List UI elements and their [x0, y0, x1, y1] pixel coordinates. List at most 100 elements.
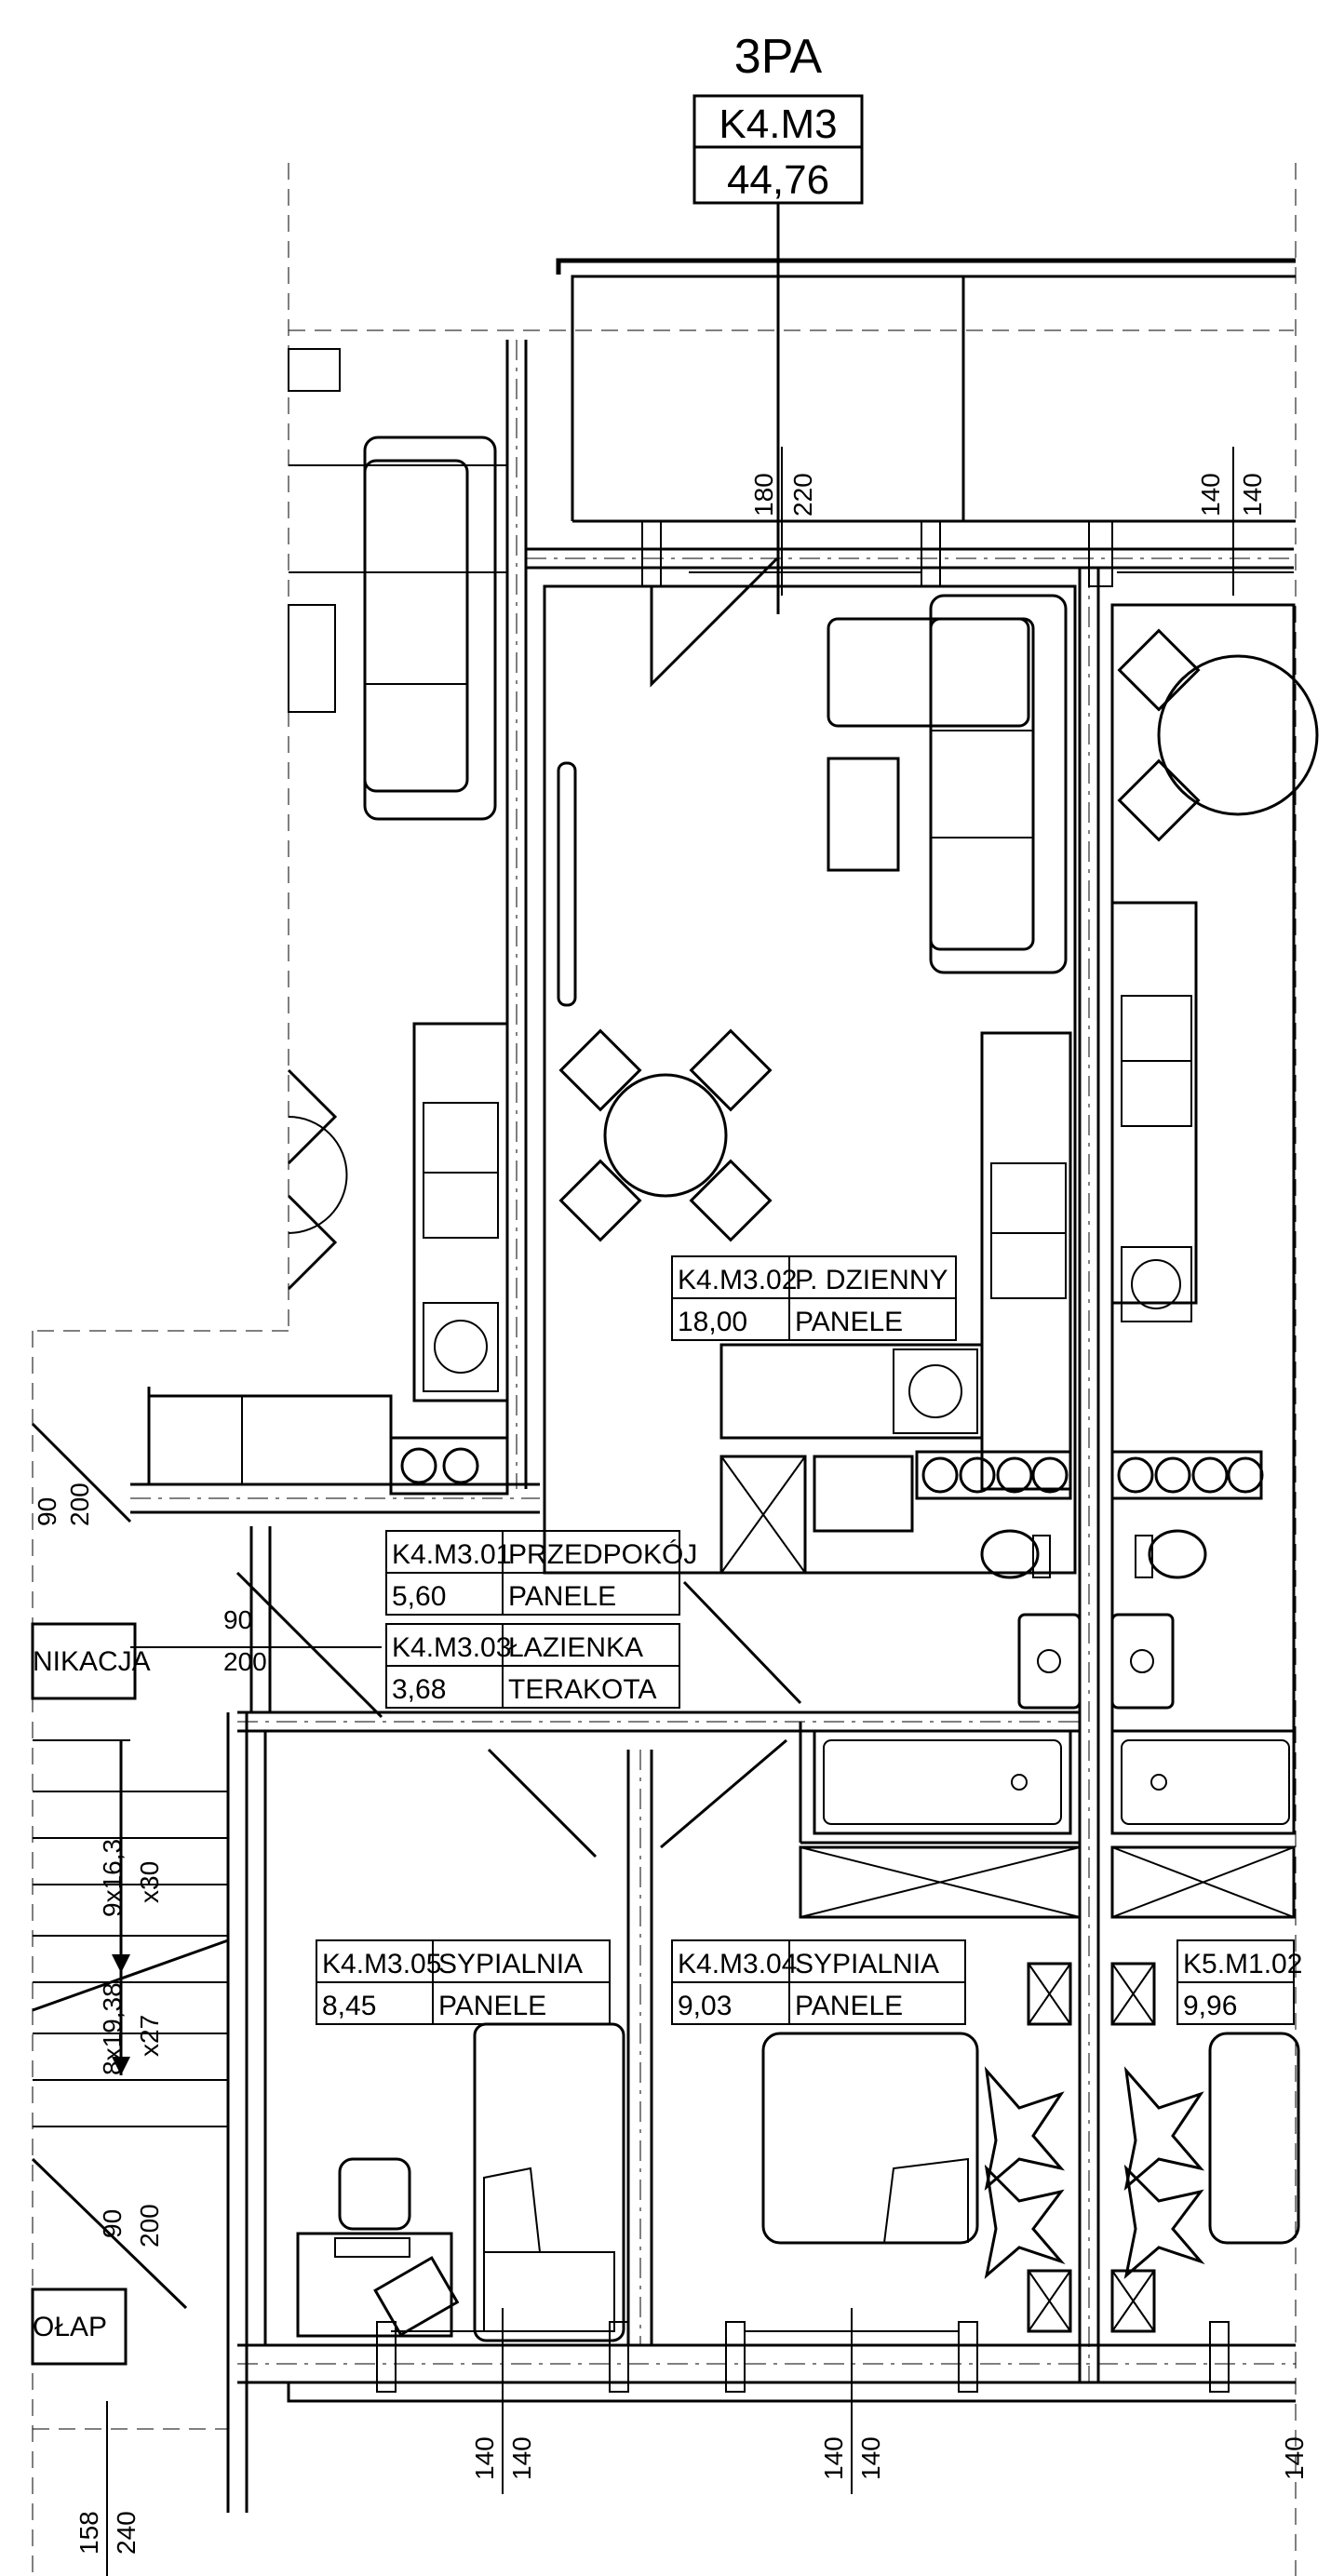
left-sofa [363, 436, 497, 821]
neighbour-burner-d [1227, 1456, 1264, 1494]
bottom-jamb-e [1209, 2321, 1230, 2393]
fridge [719, 1455, 807, 1575]
room-code-bath: K4.M3.03 [392, 1632, 511, 1663]
outer-boundaries [32, 163, 1297, 2576]
room-label-living: K4.M3.02 P. DZIENNY 18,00 PANELE [671, 1255, 957, 1341]
room-code-neighbour: K5.M1.02 [1183, 1949, 1302, 1979]
corridor-door-swing [235, 1571, 383, 1719]
room-code-living: K4.M3.02 [678, 1265, 797, 1295]
top-openings: 180 220 140 140 [641, 447, 1294, 688]
dim-top-a1: 180 [749, 473, 778, 517]
room-area-living: 18,00 [678, 1307, 747, 1337]
neighbour-kitchen [1110, 901, 1198, 1305]
dim-storage-2: 200 [135, 2204, 164, 2247]
neighbour-hob-ring [1131, 1259, 1181, 1309]
sofa-seat [929, 617, 1035, 951]
basin-right [1110, 1613, 1175, 1710]
washing-machine [813, 1455, 914, 1533]
left-burner-b [442, 1447, 479, 1484]
storage-door-swing [31, 2157, 188, 2310]
neighbour-apartment-outline [1110, 603, 1296, 1835]
desk-keyboard [334, 2237, 410, 2258]
neighbour-hob [1121, 1246, 1192, 1322]
sofa-back [827, 617, 1030, 728]
tv-unit [557, 761, 577, 1007]
dining-chair-tl [558, 1028, 642, 1112]
dim-left-b2: 200 [223, 1647, 267, 1676]
bath-cabinet-right-x2 [1111, 1846, 1295, 1918]
dim-stairs-a1: 9x16,3 [98, 1839, 127, 1917]
neighbour-burner-a [1117, 1456, 1154, 1494]
bathtub-left [813, 1729, 1072, 1835]
neighbour-chair-a [1117, 628, 1201, 712]
storage-label: OŁAP [33, 2312, 107, 2342]
room-area-bedroom-right: 9,03 [678, 1991, 732, 2021]
toilet-left [980, 1529, 1040, 1579]
entry-door-swing [31, 1422, 132, 1523]
kitchen-hob-ring [908, 1364, 962, 1418]
dim-bottom-b2: 140 [856, 2436, 885, 2480]
bathtub-right-drain [1150, 1774, 1167, 1791]
room-name-hall: PRZEDPOKÓJ [508, 1539, 697, 1570]
room-finish-bedroom-left: PANELE [438, 1991, 546, 2021]
room-label-bath: K4.M3.03 ŁAZIENKA 3,68 TERAKOTA [385, 1623, 680, 1709]
room-area-hall: 5,60 [392, 1581, 446, 1612]
fridge-cross-b [720, 1456, 806, 1574]
stair-arrow-head-b [112, 2057, 130, 2075]
dining-chair-bl [558, 1159, 642, 1242]
desk-drawer-unit [373, 2256, 460, 2337]
bath-cabinet-left [799, 1845, 1082, 1919]
balcony-door-swing [650, 557, 779, 688]
left-table-arc [288, 1116, 348, 1234]
toilet-right-tank [1135, 1535, 1153, 1578]
dim-stairs-b2: x27 [135, 2015, 164, 2057]
bedroom-right-plant-b [984, 2164, 1066, 2279]
floor-label: 3PA [734, 30, 823, 84]
bedroom-right [660, 1738, 1072, 2333]
bottom-jamb-b [609, 2321, 629, 2393]
dim-bottom-left-2: 240 [112, 2511, 141, 2555]
bedroom-right-cabinet-bottom [1027, 2269, 1072, 2333]
kitchen-oven [990, 1162, 1067, 1234]
entrance-area: NIKACJA OŁAP [31, 1422, 383, 2576]
unit-code-label: K4.M3 [719, 101, 837, 147]
room-name-bedroom-right: SYPIALNIA [795, 1949, 939, 1979]
dim-left-a2: 200 [65, 1483, 94, 1526]
bedroom-left-bed [473, 2022, 625, 2342]
room-area-neighbour: 9,96 [1183, 1991, 1237, 2021]
room-area-bath: 3,68 [392, 1674, 446, 1705]
room-finish-bath: TERAKOTA [508, 1674, 656, 1705]
left-hob-ring [434, 1320, 488, 1374]
desk [296, 2232, 453, 2338]
window-jamb-right [1088, 520, 1113, 587]
room-label-bedroom-left: K4.M3.05 SYPIALNIA 8,45 PANELE [316, 1939, 611, 2025]
basin-left-drain [1037, 1649, 1061, 1673]
dim-top-b2: 140 [1238, 473, 1267, 517]
room-finish-living: PANELE [795, 1307, 903, 1337]
basin-left [1017, 1613, 1082, 1710]
dim-top-b1: 140 [1196, 473, 1225, 517]
living-room-furniture [557, 594, 1072, 1575]
storage-box [31, 2288, 128, 2366]
communication-box [31, 1622, 137, 1700]
coffee-table [827, 757, 900, 872]
bottom-jamb-a [376, 2321, 397, 2393]
burner-c [996, 1456, 1033, 1494]
neighbour-burner-c [1191, 1456, 1229, 1494]
dim-left-b1: 90 [223, 1605, 252, 1634]
balcony-outline [571, 275, 1296, 521]
room-area-bedroom-left: 8,45 [322, 1991, 376, 2021]
toilet-right [1148, 1529, 1207, 1579]
burner-d [1031, 1456, 1069, 1494]
balcony-wall-top [556, 258, 1296, 275]
dining-table [603, 1073, 728, 1198]
toilet-left-tank [1032, 1535, 1051, 1578]
dim-bottom-a1: 140 [470, 2436, 499, 2480]
room-code-bedroom-left: K4.M3.05 [322, 1949, 441, 1979]
desk-chair [338, 2157, 411, 2231]
neighbour-dining-table [1157, 654, 1319, 816]
bedroom-left-door-swing [487, 1748, 598, 1858]
left-area-furniture [148, 348, 509, 1496]
dim-top-a2: 220 [788, 473, 817, 517]
